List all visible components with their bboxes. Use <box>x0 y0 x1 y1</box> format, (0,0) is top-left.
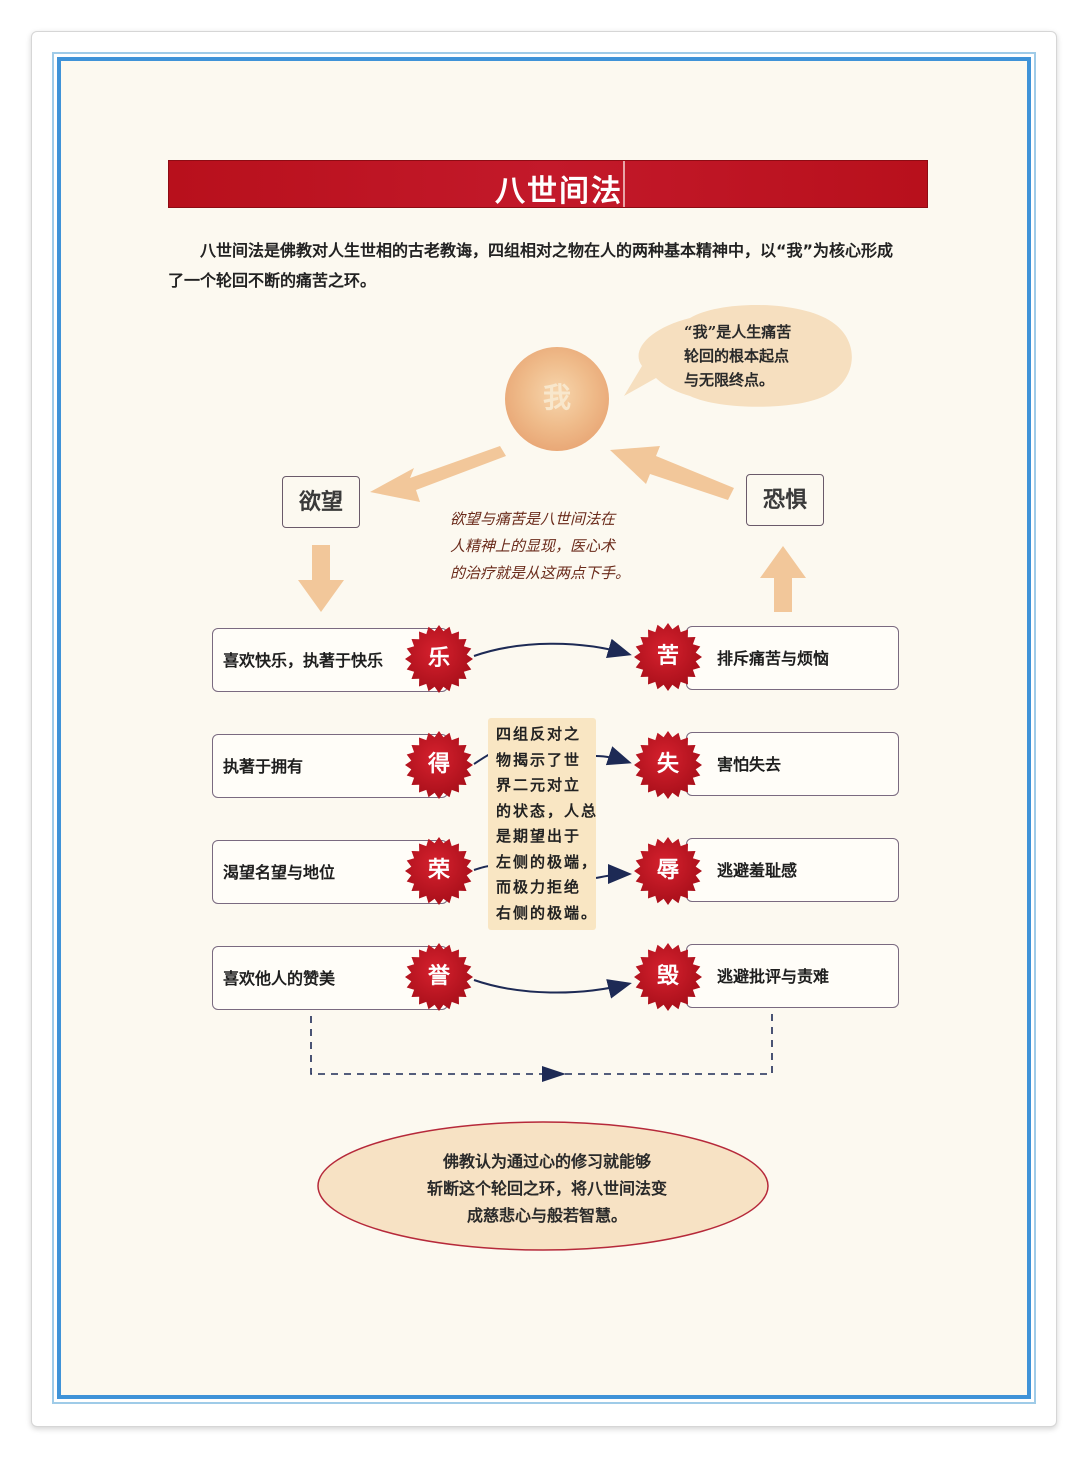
seal-right: 失 <box>633 730 703 800</box>
row-left-text: 执著于拥有 <box>223 757 304 776</box>
bubble-line: 轮回的根本起点 <box>684 347 790 365</box>
center-note-line: 人精神上的显现，医心术 <box>450 537 616 555</box>
row-left-text: 喜欢快乐，执著于快乐 <box>223 651 384 670</box>
bubble-line: 与无限终点。 <box>684 371 775 389</box>
arrow-down-desire <box>298 545 344 612</box>
seal-left: 得 <box>404 730 474 800</box>
row-right-text: 排斥痛苦与烦恼 <box>717 649 830 668</box>
middle-note-line: 左侧的极端， <box>496 852 599 871</box>
row-right-box: 排斥痛苦与烦恼 <box>686 626 899 690</box>
seal-left: 乐 <box>404 624 474 694</box>
middle-note-line: 是期望出于 <box>496 827 582 845</box>
conclusion-ellipse <box>317 1121 769 1251</box>
conclusion-text: 佛教认为通过心的修习就能够 斩断这个轮回之环，将八世间法变 成慈悲心与般若智慧。 <box>402 1148 692 1229</box>
self-circle <box>505 347 609 451</box>
seal-burst-icon <box>405 943 473 1011</box>
seal-char: 辱 <box>656 858 679 883</box>
seal-char: 誉 <box>427 964 450 989</box>
row-right-text: 害怕失去 <box>717 755 782 774</box>
seal-char: 乐 <box>427 646 450 671</box>
middle-note-line: 界二元对立 <box>496 776 582 794</box>
center-note-line: 的治疗就是从这两点下手。 <box>450 564 631 582</box>
seal-burst-icon <box>634 731 702 799</box>
row-right-text: 逃避羞耻感 <box>717 861 798 880</box>
self-label: 我 <box>542 381 571 414</box>
desire-box: 欲望 <box>282 476 360 528</box>
bubble-line: “我”是人生痛苦 <box>684 323 792 341</box>
row-right-box: 逃避批评与责难 <box>686 944 899 1008</box>
dashed-loop <box>310 1014 773 1075</box>
title-bar: 八世间法 <box>168 160 928 209</box>
intro-paragraph: 八世间法是佛教对人生世相的古老教诲，四组相对之物在人的两种基本精神中，以“我”为… <box>168 241 894 290</box>
seal-burst-icon <box>405 625 473 693</box>
seal-burst-icon <box>405 731 473 799</box>
dashed-loop-arrowhead <box>542 1066 566 1082</box>
seal-char: 得 <box>427 752 450 777</box>
conclusion-line: 成慈悲心与般若智慧。 <box>466 1206 627 1225</box>
row-right-text: 逃避批评与责难 <box>717 967 830 986</box>
row-right-box: 害怕失去 <box>686 732 899 796</box>
seal-left: 誉 <box>404 942 474 1012</box>
seal-burst-icon <box>405 837 473 905</box>
conclusion-line: 佛教认为通过心的修习就能够 <box>442 1152 651 1171</box>
center-note-line: 欲望与痛苦是八世间法在 <box>450 510 616 528</box>
page-title: 八世间法 <box>495 174 623 209</box>
connector-de-shi-right <box>595 746 632 766</box>
seal-burst-icon <box>634 943 702 1011</box>
seal-burst-icon <box>634 837 702 905</box>
connector-rong-ru-right <box>595 864 632 885</box>
row-right-box: 逃避羞耻感 <box>686 838 899 902</box>
seal-right: 苦 <box>633 622 703 692</box>
seal-char: 荣 <box>427 858 450 883</box>
arrow-to-desire <box>370 446 506 502</box>
seal-char: 失 <box>656 752 679 777</box>
seal-char: 苦 <box>656 644 679 669</box>
middle-note-line: 物揭示了世 <box>496 750 582 769</box>
seal-right: 毁 <box>633 942 703 1012</box>
arrow-up-fear <box>760 546 806 612</box>
outer-frame <box>52 52 1036 1404</box>
title-divider <box>623 161 625 207</box>
seal-right: 辱 <box>633 836 703 906</box>
seal-left: 荣 <box>404 836 474 906</box>
middle-note: 四组反对之 物揭示了世 界二元对立 的状态，人总 是期望出于 左侧的极端， 而极… <box>488 718 596 930</box>
speech-bubble <box>624 304 852 407</box>
speech-bubble-text: “我”是人生痛苦 轮回的根本起点 与无限终点。 <box>684 320 824 392</box>
middle-note-line: 的状态，人总 <box>496 801 599 820</box>
row-left-box: 喜欢快乐，执著于快乐 <box>212 628 448 692</box>
center-note: 欲望与痛苦是八世间法在 人精神上的显现，医心术 的治疗就是从这两点下手。 <box>450 506 682 587</box>
middle-note-line: 右侧的极端。 <box>496 903 599 922</box>
connector-le-ku <box>473 638 632 659</box>
seal-char: 毁 <box>656 964 679 989</box>
fear-box: 恐惧 <box>746 474 824 526</box>
middle-note-line: 而极力拒绝 <box>496 878 582 896</box>
middle-note-line: 四组反对之 <box>496 725 582 743</box>
row-left-text: 喜欢他人的赞美 <box>223 969 336 988</box>
connector-yu-hui <box>473 979 632 999</box>
row-left-text: 渴望名望与地位 <box>223 863 336 882</box>
seal-burst-icon <box>634 623 702 691</box>
conclusion-line: 斩断这个轮回之环，将八世间法变 <box>426 1179 667 1198</box>
arrow-from-fear <box>610 446 734 500</box>
